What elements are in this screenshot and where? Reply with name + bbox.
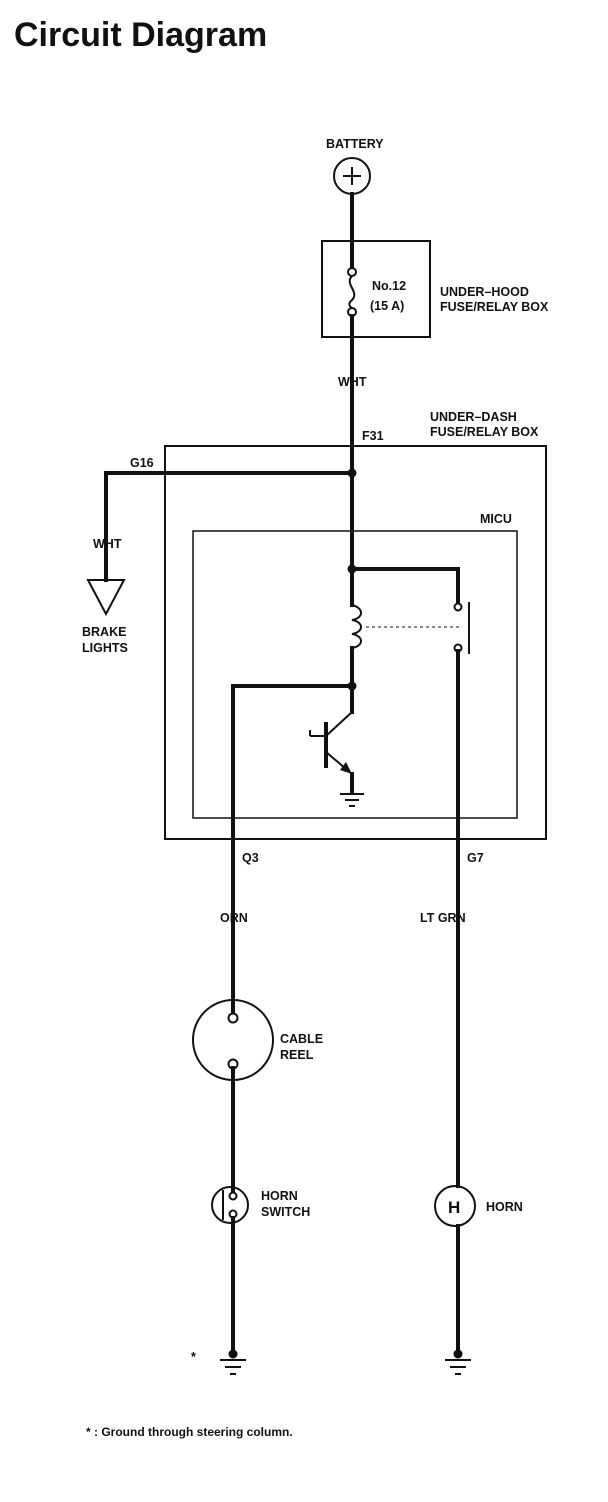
footnote: * : Ground through steering column. bbox=[86, 1425, 293, 1439]
under-hood-fuse-box bbox=[321, 240, 431, 338]
fuse-icon bbox=[347, 267, 357, 317]
terminal-f31: F31 bbox=[362, 429, 384, 443]
fuse-number: No.12 bbox=[372, 279, 406, 293]
junction-f31 bbox=[347, 468, 357, 478]
wire-color-wht-top: WHT bbox=[338, 375, 367, 389]
battery-plus-icon bbox=[333, 157, 371, 195]
brake-lights-line1: BRAKE bbox=[82, 625, 126, 639]
battery-label: BATTERY bbox=[326, 137, 384, 151]
under-hood-label-line1: UNDER–HOOD bbox=[440, 285, 529, 299]
horn-switch-icon bbox=[211, 1186, 249, 1224]
terminal-g7: G7 bbox=[467, 851, 484, 865]
transistor-icon bbox=[309, 711, 353, 775]
under-hood-label-line2: FUSE/RELAY BOX bbox=[440, 300, 549, 314]
wire-color-orn: ORN bbox=[220, 911, 248, 925]
horn-label: HORN bbox=[486, 1200, 523, 1214]
terminal-q3: Q3 bbox=[242, 851, 259, 865]
page-title: Circuit Diagram bbox=[14, 16, 267, 54]
ground-icon bbox=[445, 1349, 471, 1375]
wire-color-wht-left: WHT bbox=[93, 537, 122, 551]
brake-lights-line2: LIGHTS bbox=[82, 641, 128, 655]
wire-relay-switch-feed bbox=[350, 567, 460, 606]
horn-switch-line2: SWITCH bbox=[261, 1205, 310, 1219]
fuse-rating: (15 A) bbox=[370, 299, 404, 313]
cable-reel-line1: CABLE bbox=[280, 1032, 323, 1046]
relay-contact-icon bbox=[453, 602, 470, 654]
under-dash-fuse-box bbox=[164, 445, 547, 840]
ground-asterisk: * bbox=[191, 1350, 196, 1364]
ground-icon bbox=[340, 793, 364, 807]
horn-switch-line1: HORN bbox=[261, 1189, 298, 1203]
under-dash-label-line2: FUSE/RELAY BOX bbox=[430, 425, 539, 439]
micu-label: MICU bbox=[480, 512, 512, 526]
horn-symbol: H bbox=[448, 1198, 460, 1217]
micu-box bbox=[192, 530, 518, 819]
horn-icon bbox=[434, 1185, 476, 1227]
terminal-g16: G16 bbox=[130, 456, 154, 470]
coil-icon bbox=[351, 604, 362, 649]
wire-q3 bbox=[231, 684, 354, 1014]
wire-color-lt-grn: LT GRN bbox=[420, 911, 466, 925]
cable-reel-line2: REEL bbox=[280, 1048, 314, 1062]
triangle-load-icon bbox=[86, 579, 126, 617]
ground-icon bbox=[220, 1349, 246, 1375]
under-dash-label-line1: UNDER–DASH bbox=[430, 410, 517, 424]
